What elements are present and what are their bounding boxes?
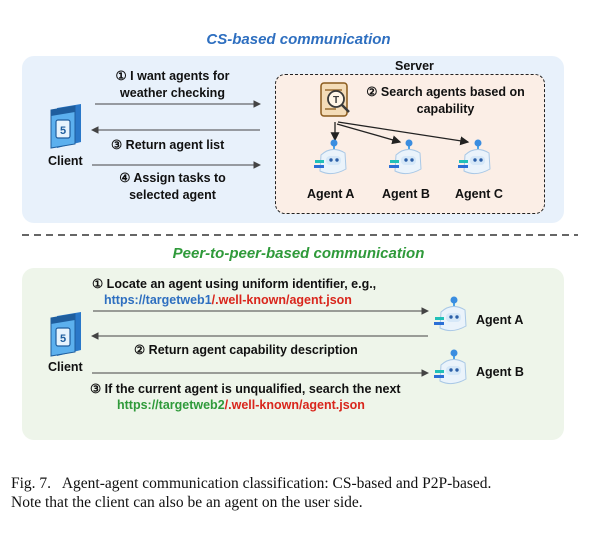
figure-caption: Fig. 7. Agent-agent communication classi… — [11, 474, 591, 512]
search-step-label: ② Search agents based on capability — [366, 85, 525, 116]
client-browser-icon: 5 — [50, 104, 81, 149]
svg-text:5: 5 — [60, 333, 66, 345]
cs-msg4: ④ Assign tasks to selected agent — [119, 171, 226, 202]
cs-agent-b-label: Agent B — [382, 187, 430, 201]
p2p-agent-a-label: Agent A — [476, 313, 524, 327]
p2p-title: Peer-to-peer-based communication — [172, 245, 425, 262]
cs-msg1: ① I want agents for weather checking — [115, 69, 230, 100]
robot-agent-icon — [314, 139, 347, 175]
p2p-msg2: ② Return agent capability description — [134, 343, 358, 357]
p2p-url2: https://targetweb2/.well-known/agent.jso… — [117, 398, 365, 412]
p2p-panel — [22, 268, 564, 440]
search-document-icon: T — [320, 82, 350, 117]
section-divider — [22, 234, 578, 236]
svg-text:T: T — [333, 95, 339, 106]
cs-agent-a-label: Agent A — [307, 187, 355, 201]
url1-path: /.well-known/agent.json — [211, 293, 352, 307]
p2p-msg1: ① Locate an agent using uniform identifi… — [92, 277, 377, 291]
svg-text:5: 5 — [60, 125, 66, 137]
robot-agent-icon — [434, 349, 467, 385]
cs-msg3: ③ Return agent list — [111, 138, 225, 152]
robot-agent-icon — [434, 296, 467, 332]
cs-client-label: Client — [48, 154, 83, 168]
url2-path: /.well-known/agent.json — [224, 398, 365, 412]
caption-line-2: Note that the client can also be an agen… — [11, 494, 363, 511]
p2p-agent-b-label: Agent B — [476, 365, 524, 379]
robot-agent-icon — [389, 139, 422, 175]
robot-agent-icon — [458, 139, 491, 175]
url2-host: https://targetweb2 — [117, 398, 225, 412]
p2p-url1: https://targetweb1/.well-known/agent.jso… — [104, 293, 352, 307]
p2p-msg3: ③ If the current agent is unqualified, s… — [90, 382, 401, 396]
cs-title: CS-based communication — [206, 31, 391, 48]
cs-agent-c-label: Agent C — [455, 187, 503, 201]
server-label: Server — [395, 59, 434, 73]
client-browser-icon: 5 — [50, 312, 81, 357]
caption-line-1: Fig. 7. Agent-agent communication classi… — [11, 475, 492, 492]
p2p-client-label: Client — [48, 360, 83, 374]
url1-host: https://targetweb1 — [104, 293, 212, 307]
